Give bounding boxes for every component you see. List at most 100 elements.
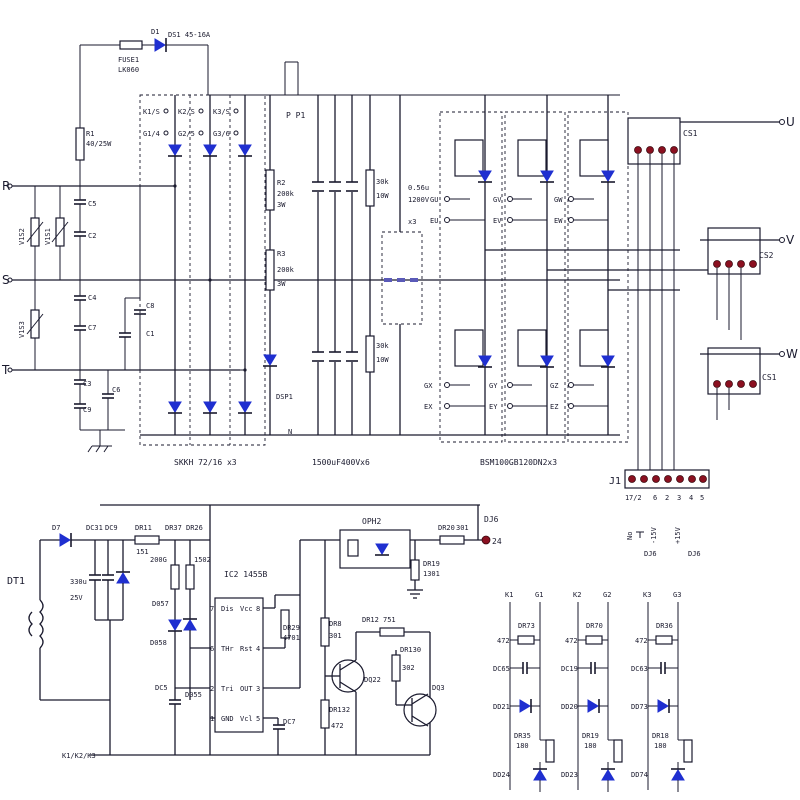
r3-power: 3W [277,280,286,288]
dc7-label: DC7 [283,718,296,726]
svg-text:DJ6: DJ6 [688,550,701,558]
j1-power-labels: No -15V +15V DJ6 DJ6 [626,526,701,558]
svg-text:2: 2 [210,685,214,693]
svg-text:GND: GND [221,715,234,723]
gate-net-dd-label: DD21 [493,703,510,711]
dq3-label: DQ3 [432,684,445,692]
dr29-value: 4701 [283,634,300,642]
gate-net-dz-label: DD74 [631,771,648,779]
svg-text:-15V: -15V [650,526,658,544]
gate-k3s: K3/S [213,108,230,116]
cap-c3-label: C3 [83,380,91,388]
dr12-label: DR12 [362,616,379,624]
svg-text:2: 2 [665,494,669,502]
gate-net-dc-label: DC65 [493,665,510,673]
cap-c5-label: C5 [88,200,96,208]
dc31-label: DC31 [86,524,103,532]
terminal-r-label: R [2,179,10,193]
gate-gu: GU [430,196,438,204]
varistor-v1s3 [26,280,44,370]
ic2-label: IC2 1455B [224,570,268,579]
dr132-value: 472 [331,722,344,730]
gate-k1s: K1/S [143,108,160,116]
dc5-label: DC5 [155,684,168,692]
r3-label: R3 [277,250,285,258]
dr29-label: DR29 [283,624,300,632]
gate-net-dc-label: DC19 [561,665,578,673]
d1-value: DS1 45-16A [168,31,211,39]
svg-text:3: 3 [256,685,260,693]
k-net-label: K1/K2/K3 [62,752,96,760]
svg-text:6: 6 [210,645,214,653]
c330-label: 330u [70,578,87,586]
svg-text:4: 4 [256,645,260,653]
gate-net-dz-label: DD23 [561,771,578,779]
svg-text:Vcc: Vcc [240,605,253,613]
r2-label: R2 [277,179,285,187]
terminal-u-label: U [786,115,795,129]
gate-ew: EW [554,217,563,225]
dt1-label: DT1 [7,576,25,587]
gate-ez: EZ [550,403,558,411]
gate-net-g-label: G1 [535,591,543,599]
cs1-top-label: CS1 [683,129,698,138]
gate-net-drb-value: 180 [516,742,529,750]
dsp1-label: DSP1 [276,393,293,401]
d055-label: D055 [185,691,202,699]
gate-net-drb-label: DR35 [514,732,531,740]
dr13-value: 302 [402,664,415,672]
terminal-s-label: S [2,273,10,287]
gate-net-dr-label: DR73 [518,622,535,630]
gate-net-dr-label: DR36 [656,622,673,630]
varistor-v1s1-label: V1S1 [44,228,52,245]
gate-gx: GX [424,382,433,390]
dr11-label: DR11 [135,524,152,532]
rb2-label: 30k [376,342,389,350]
gate-g25: G2/5 [178,130,195,138]
terminal-w-label: W [786,347,798,361]
gate-net-k-label: K1 [505,591,513,599]
cap-c4-label: C4 [88,294,96,302]
r2-power: 3W [277,201,286,209]
r2-value: 200k [277,190,295,198]
cap-c8-label: C8 [146,302,154,310]
dr20-label: DR20 [438,524,455,532]
snubber-volt: 1200V [408,196,430,204]
d7-label: D7 [52,524,60,532]
gate-net-k-label: K3 [643,591,651,599]
svg-text:1: 1 [210,715,214,723]
svg-text:4: 4 [689,494,693,502]
r3-value: 200k [277,266,295,274]
svg-text:THr: THr [221,645,234,653]
r1502-label: 1502 [194,556,211,564]
gate-eu: EU [430,217,438,225]
dr20-value: 301 [456,524,469,532]
c25v-label: 25V [70,594,83,602]
svg-text:Tri: Tri [221,685,234,693]
ic2-pins: 7 6 2 1 Dis THr Tri GND Vcc Rst OUT Vcl … [210,605,260,723]
svg-text:Dis: Dis [221,605,234,613]
cap-c2-label: C2 [88,232,96,240]
svg-text:3: 3 [677,494,681,502]
gate-net-g-label: G2 [603,591,611,599]
svg-text:7/2: 7/2 [629,494,642,502]
cs2-label: CS2 [759,251,774,260]
gate-net-k-label: K2 [573,591,581,599]
bleeder-chain [263,61,299,435]
varistor-v1s1 [51,186,69,280]
gate-net-dz-label: DD24 [493,771,510,779]
rb1-power: 10W [376,192,389,200]
gate-net-dd-label: DD20 [561,703,578,711]
dr19-value: 1301 [423,570,440,578]
svg-text:5: 5 [256,715,260,723]
j1-pin-labels: 1 7/2 6 2 3 4 5 [625,494,704,502]
gate-ex: EX [424,403,433,411]
gate-net-g-label: G3 [673,591,681,599]
gate-ey: EY [489,403,498,411]
cap-c6-label: C6 [112,386,120,394]
precharge-path [75,38,620,186]
gate-gz: GZ [550,382,558,390]
